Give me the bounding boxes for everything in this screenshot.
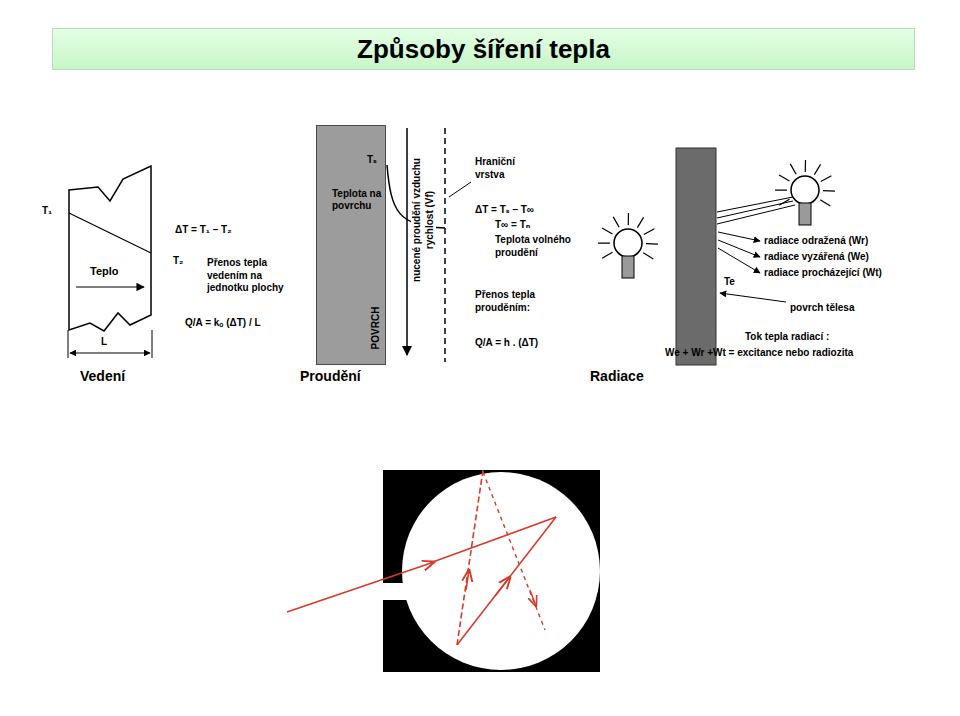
light-ray — [805, 160, 806, 172]
formula: Q/A = h . (ΔT) — [475, 337, 538, 350]
figure-panel — [30, 100, 940, 422]
scattered-ray — [530, 590, 536, 606]
heat-arrow — [76, 286, 144, 287]
radiation-arrow — [718, 232, 760, 241]
ray-line — [717, 205, 795, 224]
surface-temperature-label: Teplota na povrchu — [332, 188, 384, 212]
dimension-tick — [152, 330, 153, 358]
title-band: Způsoby šíření tepla — [52, 28, 915, 70]
formula: ΔT = Tₛ – T∞ — [475, 204, 534, 217]
light-ray — [823, 190, 835, 192]
light-ray — [779, 199, 789, 205]
light-ray — [628, 213, 629, 225]
temperature-symbol: Tₛ — [367, 154, 377, 166]
incident-ray — [287, 562, 434, 612]
bulb-glass — [791, 176, 819, 204]
flow-label: nucené proudění vzduchu rychlost (Vf) — [411, 150, 436, 290]
surface-label: POVRCH — [370, 298, 382, 358]
body-wall — [676, 148, 716, 365]
note: Přenos tepla vedením na jednotku plochy — [207, 257, 302, 295]
flow-arrow — [406, 128, 408, 355]
temperature-gradient — [69, 213, 151, 253]
boundary-label: Hraniční vrstva — [475, 156, 535, 181]
pointer-arrow — [720, 293, 786, 302]
scattered-ray — [483, 472, 545, 630]
reflected-ray — [457, 517, 556, 645]
light-ray — [644, 229, 655, 235]
radiation-label: radiace odražená (Wr) — [764, 235, 868, 248]
dimension-label: L — [101, 336, 107, 349]
temperature-label: T₁ — [42, 205, 52, 218]
reflected-ray — [466, 570, 469, 590]
radiation-arrow — [718, 248, 760, 273]
bulb-base — [622, 256, 634, 278]
slide-title: Způsoby šíření tepla — [357, 34, 610, 65]
note: Tok tepla radiací : — [745, 331, 829, 344]
temperature-label: Te — [724, 276, 735, 289]
note: Přenos tepla prouděním: — [475, 289, 570, 314]
dimension-arrow — [70, 353, 150, 354]
light-ray — [643, 253, 653, 259]
light-ray — [613, 217, 619, 227]
light-ray — [598, 242, 610, 243]
light-ray — [602, 252, 612, 258]
boundary-line — [444, 128, 446, 362]
formula: We + Wr +Wt = excitance nebo radiozita — [665, 347, 853, 360]
radiation-label: radiace procházející (Wt) — [764, 267, 882, 280]
light-ray — [775, 189, 787, 190]
leader-line — [449, 182, 471, 197]
light-ray — [790, 164, 796, 174]
bulb-glass — [614, 229, 642, 257]
radiation-label: radiace vyzářená (We) — [764, 251, 869, 264]
formula: Q/A = kₒ (ΔT) / L — [185, 317, 261, 330]
light-ray — [646, 243, 658, 245]
incident-ray — [430, 517, 556, 563]
formula: T∞ = Tₙ — [495, 219, 530, 232]
cavity-opening — [383, 583, 419, 600]
bulb-base — [799, 203, 811, 225]
reflected-ray — [495, 577, 510, 596]
light-ray — [779, 175, 789, 181]
slab-shape — [69, 166, 151, 331]
light-ray — [602, 228, 612, 234]
light-ray — [820, 200, 830, 206]
heat-label: Teplo — [90, 265, 119, 278]
radiation-arrow — [718, 240, 760, 257]
surface-wall: TₛTeplota na povrchuPOVRCH — [316, 125, 386, 365]
reflected-ray — [457, 470, 483, 645]
conduction-slab: Teplo — [68, 165, 152, 335]
light-ray — [814, 164, 820, 174]
surface-label: povrch tělesa — [790, 302, 854, 315]
dimension-tick — [68, 330, 69, 358]
formula: ΔT = T₁ – T₂ — [175, 224, 232, 237]
light-ray — [637, 217, 643, 227]
section-title: Radiace — [590, 368, 644, 386]
cavity-sphere — [402, 472, 600, 670]
cavity-block — [383, 470, 600, 672]
temperature-label: T₂ — [173, 255, 184, 268]
section-title: Proudění — [300, 368, 361, 386]
light-ray — [821, 176, 832, 182]
slab-outline — [68, 165, 152, 335]
section-title: Vedení — [80, 368, 125, 386]
note: Teplota volného proudění — [495, 234, 590, 259]
